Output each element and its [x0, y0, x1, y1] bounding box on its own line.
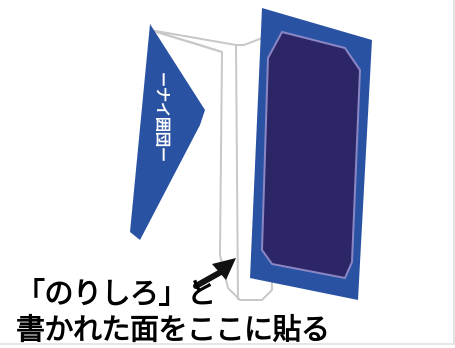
inner-card — [260, 30, 362, 280]
arrow-icon — [193, 258, 236, 289]
caption-line-2: 書かれた面をここに貼る — [16, 312, 330, 346]
envelope-outline — [149, 29, 274, 301]
caption-line-1: 「のりしろ」と — [16, 276, 216, 310]
left-flap — [130, 24, 205, 240]
left-flap-text: ーナイ囲団ー — [154, 72, 172, 162]
